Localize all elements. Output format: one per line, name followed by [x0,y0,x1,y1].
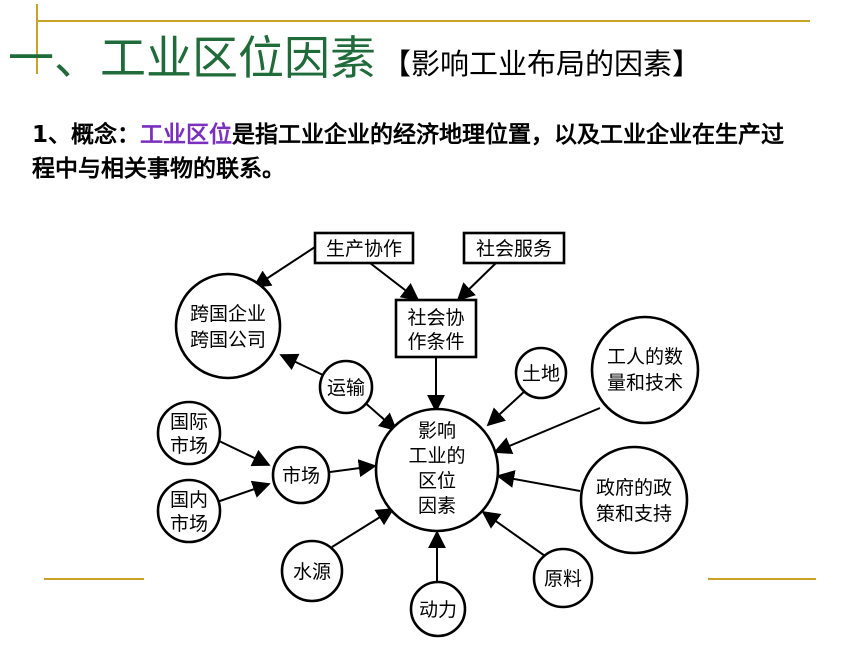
node-center-label-1: 影响 [418,420,456,442]
edge-workers-center [493,407,601,455]
diagram-edges [216,246,601,582]
node-water-label: 水源 [293,561,331,583]
node-multinational: 跨国企业 跨国公司 [174,272,282,380]
node-dom-market-label-1: 国内 [170,489,208,511]
edge-dom-market [216,480,271,503]
node-raw-label: 原料 [544,568,582,590]
edge-production-coop [369,262,420,302]
concept-paragraph: 1、概念：工业区位是指工业企业的经济地理位置，以及工业企业在生产过程中与相关事物… [32,118,792,186]
node-dom-market: 国内 市场 [156,478,222,544]
top-rule [36,20,810,22]
node-center: 影响 工业的 区位 因素 [374,407,500,533]
node-market: 市场 [271,445,331,505]
node-power: 动力 [409,580,467,638]
node-raw: 原料 [532,547,594,609]
node-intl-market: 国际 市场 [156,400,222,466]
node-water: 水源 [280,539,344,603]
node-center-label-4: 因素 [418,495,456,517]
node-production: 生产协作 [313,231,415,265]
node-workers-label-2: 量和技术 [607,372,683,394]
title-sub: 【影响工业布局的因素】 [382,47,702,81]
node-intl-market-label-1: 国际 [170,411,208,433]
concept-text: 是指工业企业的经济地理位置，以及工业企业在生产过程中与相关事物的联系。 [32,122,785,182]
node-workers-label-1: 工人的数 [607,346,683,368]
node-land: 土地 [514,346,568,400]
node-multinational-label-2: 跨国公司 [190,329,266,351]
node-service-label: 社会服务 [476,238,552,260]
node-dom-market-label-2: 市场 [170,513,208,535]
edge-production-multinational [252,246,316,288]
node-service: 社会服务 [462,231,566,265]
node-transport-label: 运输 [327,377,365,399]
page-title: 一、工业区位因素【影响工业布局的因素】 [8,22,701,88]
edge-transport-multinational [279,353,326,377]
node-policy: 政府的政 策和支持 [579,445,689,555]
bottom-right-rule [708,578,816,580]
node-coop: 社会协 作条件 [394,298,478,359]
title-main: 一、工业区位因素 [8,31,376,85]
node-land-label: 土地 [522,363,560,385]
node-workers: 工人的数 量和技术 [590,315,700,425]
node-policy-label-1: 政府的政 [596,477,672,499]
edge-market-center [329,459,377,478]
node-intl-market-label-2: 市场 [170,435,208,457]
edge-service-coop [456,262,497,302]
node-coop-label-2: 作条件 [407,331,464,353]
edge-raw-center [481,510,546,557]
node-production-label: 生产协作 [326,238,402,260]
node-multinational-label-1: 跨国企业 [190,303,266,325]
edge-policy-center [496,470,581,492]
concept-prefix: 1、概念： [32,122,141,148]
node-coop-label-1: 社会协 [407,307,464,329]
edge-water-center [331,508,395,548]
node-power-label: 动力 [419,599,457,621]
edge-land-center [486,389,527,427]
node-center-label-3: 区位 [418,470,456,492]
node-market-label: 市场 [282,465,320,487]
concept-term: 工业区位 [140,122,233,148]
node-center-label-2: 工业的 [408,445,465,467]
edge-transport-center [361,399,398,432]
edge-intl-market [216,439,271,467]
left-rule [36,4,38,74]
bottom-left-rule [44,578,144,580]
node-transport: 运输 [318,359,374,415]
node-policy-label-2: 策和支持 [596,503,672,525]
